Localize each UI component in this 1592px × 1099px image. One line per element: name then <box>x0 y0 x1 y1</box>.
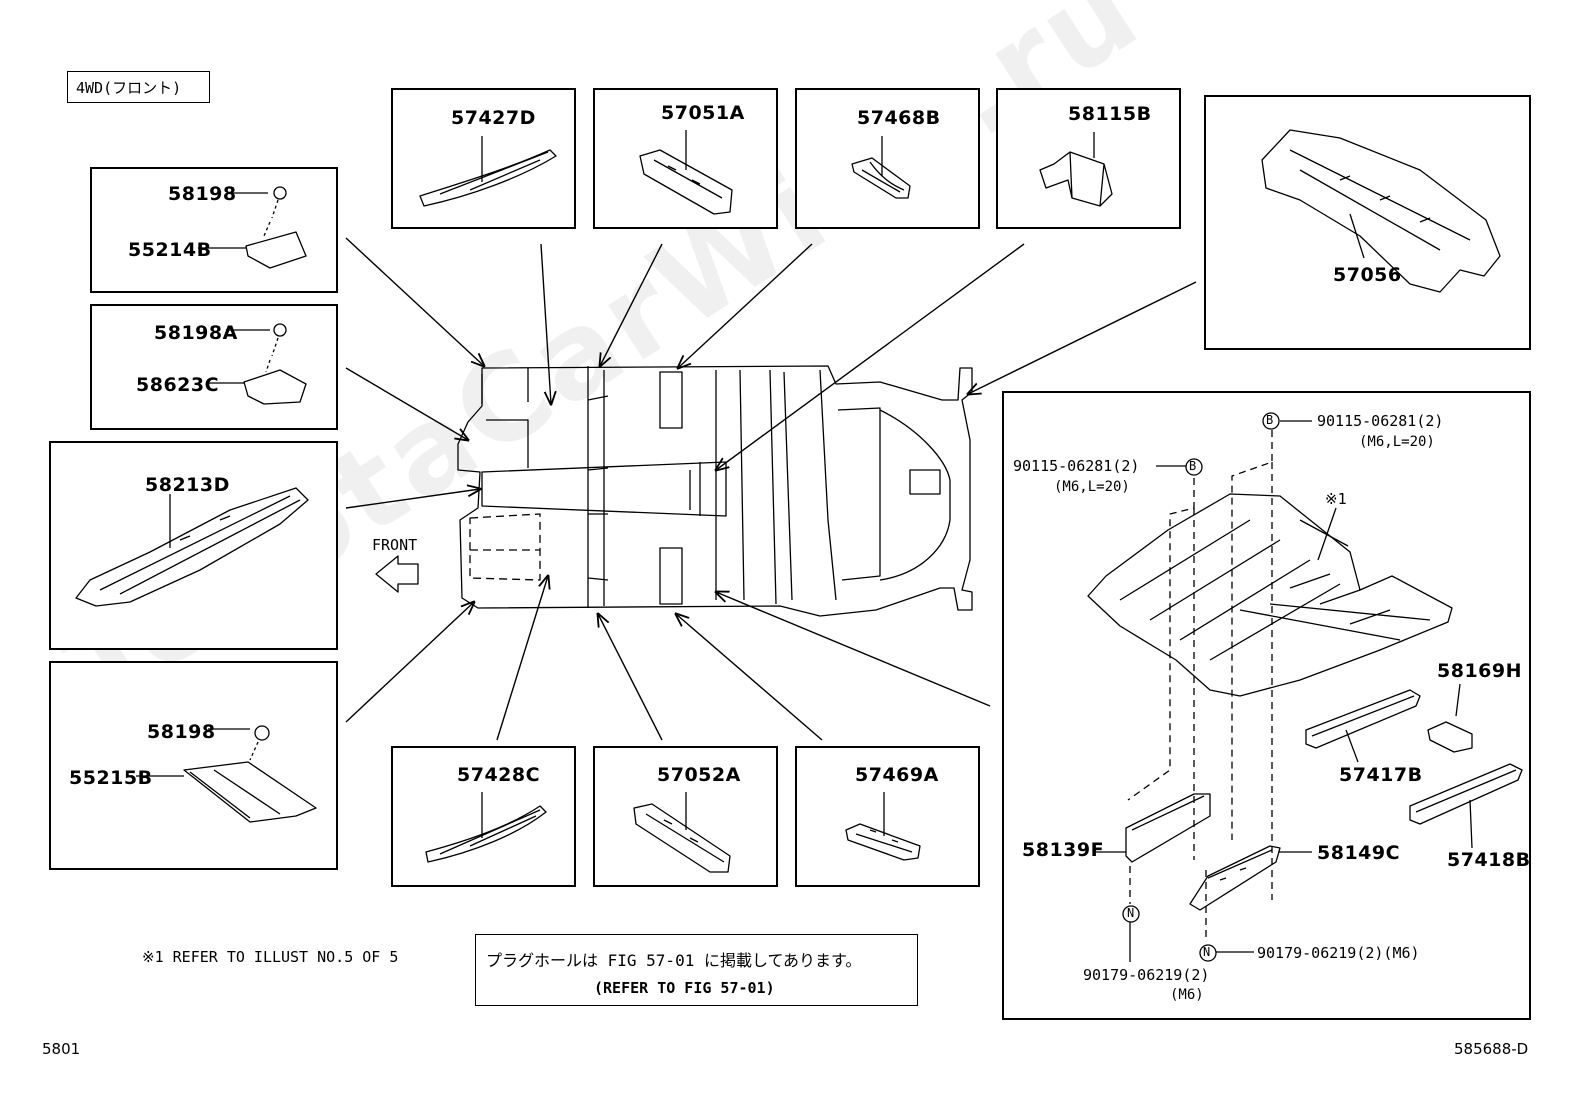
asm-label-58149C: 58149C <box>1317 842 1401 864</box>
part-sketch-58115B <box>1039 132 1113 207</box>
part-sketch-57468B <box>851 136 911 199</box>
asm-label-58169H: 58169H <box>1437 660 1523 682</box>
part-box-57428C[interactable]: 57428C <box>391 746 576 887</box>
part-sketch-57056 <box>1261 129 1501 293</box>
part-label-58198-top: 58198 <box>168 183 237 205</box>
part-box-57469A[interactable]: 57469A <box>795 746 980 887</box>
assembly-part-57418B <box>1409 763 1523 825</box>
marker-b-left: B <box>1189 459 1197 473</box>
asm-label-57417B: 57417B <box>1339 764 1423 786</box>
front-label: FRONT <box>372 536 418 554</box>
assembly-part-58149C <box>1189 845 1281 911</box>
part-label-55214B: 55214B <box>128 239 212 261</box>
part-sketch-57051A <box>639 130 733 215</box>
front-arrow-icon <box>375 555 419 593</box>
part-sketch-57469A <box>845 792 921 861</box>
variant-tag-box: 4WD(フロント) <box>67 71 210 103</box>
part-box-58213D[interactable]: 58213D <box>49 441 338 650</box>
part-label-55215B: 55215B <box>69 767 153 789</box>
part-box-58623C[interactable]: 58198A 58623C <box>90 304 338 430</box>
assembly-part-58139F <box>1125 793 1211 863</box>
part-sketch-55215B <box>136 725 317 823</box>
part-label-57052A: 57052A <box>657 764 741 786</box>
part-label-58213D: 58213D <box>145 474 230 496</box>
part-box-55215B[interactable]: 58198 55215B <box>49 661 338 870</box>
part-label-58198A: 58198A <box>154 322 238 344</box>
variant-tag: 4WD(フロント) <box>76 79 182 97</box>
part-sketch-57427D <box>419 136 557 207</box>
footer-drawing-id: 585688-D <box>1454 1040 1529 1058</box>
marker-n-right: N <box>1203 945 1211 959</box>
marker-b-left-circle <box>1185 458 1203 476</box>
assembly-dashed-guides <box>1127 430 1273 940</box>
asm-label-57418B: 57418B <box>1447 849 1531 871</box>
part-label-57469A: 57469A <box>855 764 939 786</box>
part-sketch-55214B <box>198 186 307 269</box>
part-sketch-57052A <box>633 792 731 873</box>
asm-label-90179-right: 90179-06219(2)(M6) <box>1257 944 1420 962</box>
leader-arrows <box>345 237 1197 741</box>
asm-label-90115-right-spec: (M6,L=20) <box>1359 434 1435 450</box>
part-sketch-57428C <box>425 792 547 863</box>
part-box-57468B[interactable]: 57468B <box>795 88 980 229</box>
assembly-part-58169H <box>1427 721 1473 753</box>
marker-n-left: N <box>1127 906 1135 920</box>
note-plug-hole-jp: プラグホールは FIG 57-01 に掲載してあります。 <box>486 951 862 970</box>
part-box-57056[interactable]: 57056 <box>1204 95 1531 350</box>
asm-label-90115-right: 90115-06281(2) <box>1317 412 1444 430</box>
note-refer-illust: ※1 REFER TO ILLUST NO.5 OF 5 <box>142 948 399 966</box>
marker-b-right: B <box>1266 413 1274 427</box>
assembly-part-57417B <box>1305 689 1421 749</box>
part-box-57427D[interactable]: 57427D <box>391 88 576 229</box>
part-label-58198-bottom: 58198 <box>147 721 216 743</box>
asm-label-90179-left-spec: (M6) <box>1170 987 1204 1003</box>
asm-label-90115-left-spec: (M6,L=20) <box>1054 479 1130 495</box>
part-label-57056: 57056 <box>1333 264 1402 286</box>
footer-page-code: 5801 <box>42 1040 81 1058</box>
assembly-leaders <box>1094 420 1473 962</box>
marker-b-right-circle <box>1262 412 1280 430</box>
part-label-57051A: 57051A <box>661 102 745 124</box>
part-label-57468B: 57468B <box>857 107 941 129</box>
asm-label-58139F: 58139F <box>1022 839 1105 861</box>
part-label-58115B: 58115B <box>1068 103 1152 125</box>
note-plug-hole-box: プラグホールは FIG 57-01 に掲載してあります。 (REFER TO F… <box>475 934 918 1006</box>
marker-n-left-circle <box>1122 905 1140 923</box>
asm-label-ref1: ※1 <box>1325 490 1347 508</box>
marker-n-right-circle <box>1199 944 1217 962</box>
part-box-55214B[interactable]: 58198 55214B <box>90 167 338 293</box>
part-sketch-58623C <box>208 323 307 405</box>
part-sketch-58213D <box>75 487 309 607</box>
part-label-58623C: 58623C <box>136 374 220 396</box>
asm-label-90179-left: 90179-06219(2) <box>1083 966 1210 984</box>
assembly-floor-pan <box>1087 493 1453 697</box>
part-label-57427D: 57427D <box>451 107 536 129</box>
asm-label-90115-left: 90115-06281(2) <box>1013 457 1140 475</box>
part-label-57428C: 57428C <box>457 764 541 786</box>
note-plug-hole-en: (REFER TO FIG 57-01) <box>594 979 775 997</box>
floor-pan-outline <box>457 365 973 617</box>
